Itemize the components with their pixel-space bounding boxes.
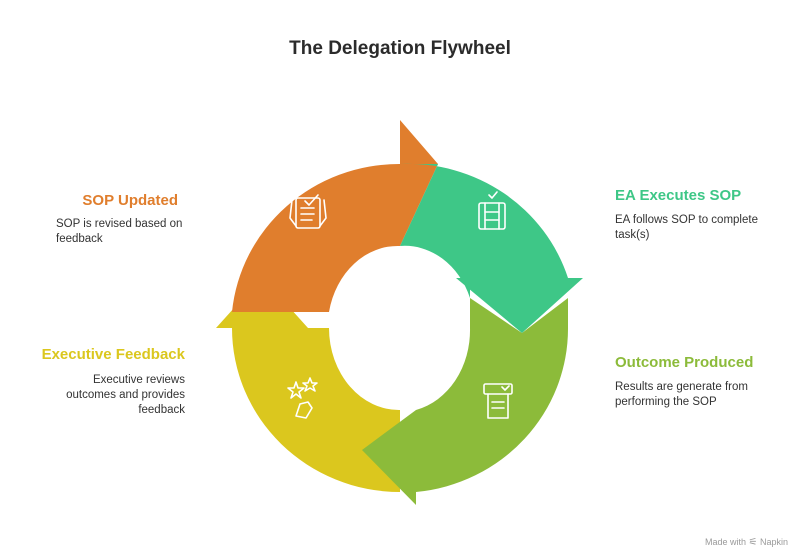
segment-ea-executes-sop [400,163,583,333]
segment-executive-feedback [216,277,400,492]
step-desc-ea-executes-sop: EA follows SOP to complete task(s) [615,214,758,241]
segment-outcome-produced [362,298,569,505]
film-strip-icon [478,191,506,230]
footer-brand: Napkin [759,537,788,547]
napkin-logo-icon: ⚟ [748,537,758,548]
made-with-napkin-footer: Made with ⚟ Napkin [705,537,788,548]
document-icon [483,383,513,419]
page-title: The Delegation Flywheel [289,38,511,59]
stars-hand-icon [287,377,318,419]
step-desc-outcome-produced: Results are generate from performing the… [615,381,748,408]
step-title-outcome-produced: Outcome Produced [615,354,754,371]
step-title-ea-executes-sop: EA Executes SOP [615,187,742,204]
checklist-hands-icon [289,194,327,229]
step-title-sop-updated: SOP Updated [82,192,178,209]
step-desc-sop-updated: SOP is revised based on feedback [56,218,183,245]
step-title-executive-feedback: Executive Feedback [41,346,185,363]
segment-sop-updated [232,120,438,312]
step-desc-executive-feedback: Executive reviews outcomes and provides … [66,374,185,416]
footer-text: Made with [704,537,746,547]
